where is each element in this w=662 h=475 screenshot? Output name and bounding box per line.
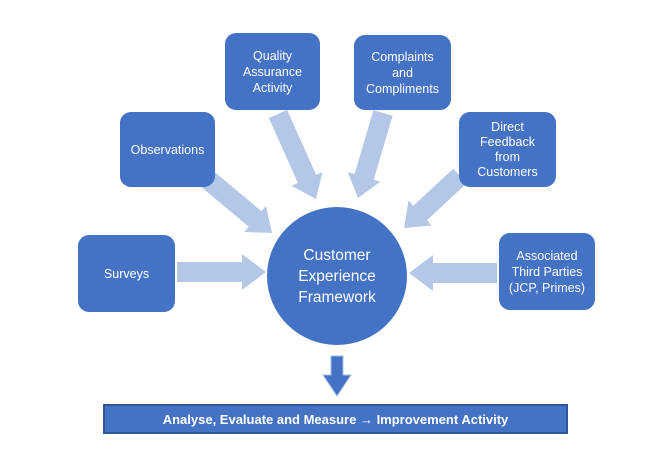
node-customer-experience-framework: Customer Experience Framework (267, 207, 407, 345)
node-quality-assurance-activity: Quality Assurance Activity (225, 33, 320, 110)
node-observations-label: Observations (130, 142, 205, 157)
arrow-surveys-to-framework (177, 254, 266, 290)
node-complaints-and-compliments: Complaints and Compliments (354, 35, 451, 110)
arrow-framework-to-outcome (322, 355, 352, 397)
node-associated-third-parties: Associated Third Parties (JCP, Primes) (499, 233, 595, 310)
node-customer-experience-framework-label: Customer Experience Framework (298, 246, 376, 306)
node-surveys-label: Surveys (103, 266, 150, 281)
node-observations: Observations (120, 112, 215, 187)
node-complaints-and-compliments-label: Complaints and Compliments (366, 49, 439, 96)
node-direct-feedback-from-customers-label: Direct Feedback from Customers (477, 119, 538, 179)
outcome-bar-label: Analyse, Evaluate and Measure → Improvem… (162, 411, 509, 427)
arrow-quality-assurance-to-framework (268, 109, 323, 199)
arrow-complaints-to-framework (347, 110, 393, 198)
node-quality-assurance-activity-label: Quality Assurance Activity (242, 48, 303, 95)
arrow-direct-feedback-to-framework (404, 168, 467, 228)
node-associated-third-parties-label: Associated Third Parties (JCP, Primes) (508, 248, 586, 295)
node-direct-feedback-from-customers: Direct Feedback from Customers (459, 112, 556, 187)
arrow-observations-to-framework (198, 169, 272, 233)
outcome-bar: Analyse, Evaluate and Measure → Improvem… (103, 404, 568, 434)
node-surveys: Surveys (78, 235, 175, 312)
arrow-third-parties-to-framework (409, 255, 497, 291)
